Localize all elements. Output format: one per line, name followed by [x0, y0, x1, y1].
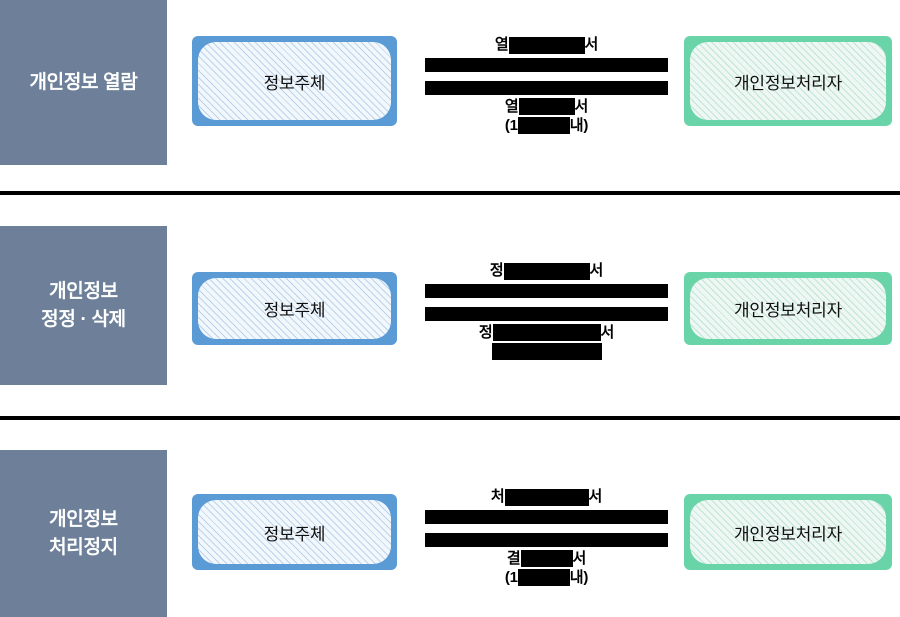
actor-box-controller-3: 개인정보처리자 — [684, 494, 892, 570]
response-label-3-suffix: 서 — [572, 549, 587, 567]
response-sublabel-3-redaction — [517, 569, 570, 587]
response-sublabel-1-suffix: 내) — [569, 116, 589, 134]
request-arrow-2 — [425, 283, 668, 298]
response-sublabel-3-suffix: 내) — [569, 568, 589, 586]
actor-box-subject-1: 정보주체 — [192, 36, 397, 126]
actor-label-controller-2: 개인정보처리자 — [733, 301, 843, 320]
request-label-3-suffix: 서 — [588, 488, 603, 505]
response-label-2-prefix: 정 — [478, 323, 493, 341]
actor-inner-subject-3 — [198, 500, 391, 564]
actor-inner-controller-1 — [690, 42, 886, 120]
category-label-1: 개인정보 열람 — [29, 71, 138, 93]
response-arrow-1 — [425, 80, 668, 95]
request-label-1-suffix: 서 — [584, 36, 599, 53]
actor-label-controller-3: 개인정보처리자 — [733, 524, 843, 544]
section-divider-2 — [0, 416, 900, 420]
request-label-3-redaction — [504, 488, 589, 506]
section-personal-info-correction-deletion: 개인정보 정정 · 삭제 정보주체 개인정보처리자 — [0, 226, 900, 418]
actor-label-controller-1: 개인정보처리자 — [733, 73, 843, 93]
request-arrow-3 — [425, 509, 668, 524]
response-label-2-suffix: 서 — [600, 323, 615, 341]
request-label-2-redaction — [503, 262, 590, 280]
response-sublabel-1-redaction — [517, 117, 570, 135]
actor-box-subject-2: 정보주체 — [192, 272, 397, 345]
response-label-1-redaction — [518, 98, 575, 116]
response-sublabel-1-prefix: (1 — [504, 116, 518, 134]
request-arrow-1 — [425, 57, 668, 72]
request-label-2-prefix: 정 — [489, 262, 504, 279]
actor-inner-subject-2 — [198, 278, 391, 339]
actor-label-subject-1: 정보주체 — [263, 73, 326, 93]
response-sublabel-1: (1 내) — [425, 117, 668, 136]
category-label-3: 개인정보 처리정지 — [49, 508, 118, 558]
category-label-2: 개인정보 정정 · 삭제 — [41, 280, 126, 330]
response-arrow-2 — [425, 306, 668, 321]
actor-label-subject-3: 정보주체 — [263, 524, 326, 544]
response-label-3-prefix: 결 — [506, 549, 521, 567]
actor-box-controller-2: 개인정보처리자 — [684, 272, 892, 345]
request-label-2-suffix: 서 — [589, 262, 604, 279]
request-label-3-prefix: 처 — [490, 488, 505, 505]
response-sublabel-2 — [425, 343, 668, 362]
actor-inner-controller-2 — [690, 278, 886, 339]
actor-box-controller-1: 개인정보처리자 — [684, 36, 892, 126]
category-panel-3: 개인정보 처리정지 — [0, 450, 167, 617]
request-label-1-prefix: 열 — [494, 36, 509, 53]
category-panel-2: 개인정보 정정 · 삭제 — [0, 226, 167, 385]
actor-label-subject-2: 정보주체 — [263, 301, 326, 320]
request-label-1-redaction — [508, 36, 585, 54]
response-label-2-redaction — [492, 324, 601, 342]
actor-inner-controller-3 — [690, 500, 886, 564]
response-sublabel-3: (1 내) — [425, 569, 668, 588]
response-label-1-prefix: 열 — [504, 97, 519, 115]
response-sublabel-3-prefix: (1 — [504, 568, 518, 586]
response-arrow-3 — [425, 532, 668, 547]
response-label-1-suffix: 서 — [574, 97, 589, 115]
actor-box-subject-3: 정보주체 — [192, 494, 397, 570]
response-sublabel-2-redaction — [491, 343, 602, 361]
category-panel-1: 개인정보 열람 — [0, 0, 167, 165]
actor-inner-subject-1 — [198, 42, 391, 120]
response-label-3-redaction — [520, 550, 573, 568]
section-divider-1 — [0, 191, 900, 195]
